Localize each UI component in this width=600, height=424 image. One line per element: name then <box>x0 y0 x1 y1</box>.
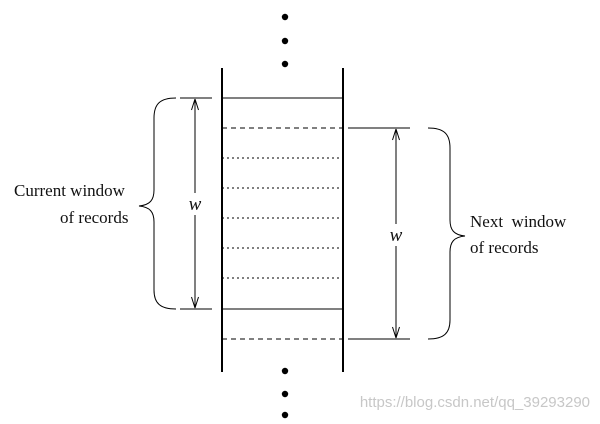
next-window-label-line1: Next window <box>470 212 567 231</box>
next-window-dimension <box>348 127 410 340</box>
ellipsis-bottom <box>281 367 289 419</box>
watermark: https://blog.csdn.net/qq_39293290 <box>360 394 590 411</box>
next-window-size-label: w <box>390 225 403 246</box>
next-window-label-line2: of records <box>470 238 538 257</box>
current-window-brace <box>138 97 177 310</box>
next-window-brace <box>427 127 466 340</box>
current-window-dimension <box>180 97 212 310</box>
current-window-size-label: w <box>189 194 202 215</box>
current-window-label-line1: Current window <box>14 181 126 200</box>
current-window-label-line2: of records <box>60 208 128 227</box>
ellipsis-top <box>281 13 289 68</box>
